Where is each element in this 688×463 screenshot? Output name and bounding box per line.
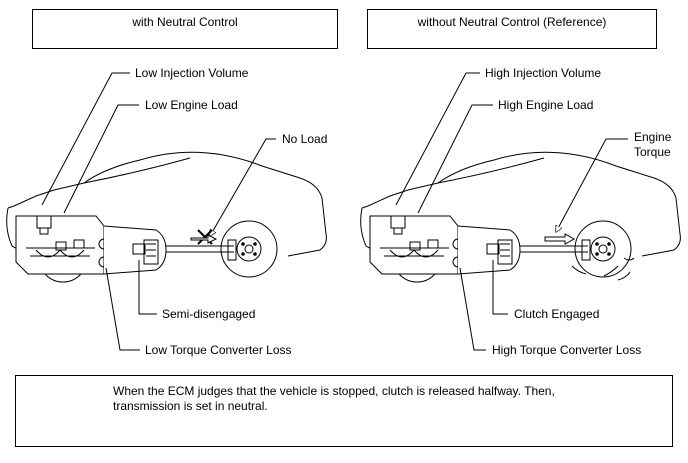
right-converter-label: High Torque Converter Loss (492, 343, 642, 357)
right-leader-lines (395, 72, 628, 351)
right-title: without Neutral Control (Reference) (417, 15, 607, 29)
left-injection-label: Low Injection Volume (135, 66, 249, 80)
left-title-box: with Neutral Control (32, 9, 338, 49)
right-torque-label-line1: Engine (634, 130, 672, 144)
explanation-line-2: transmission is set in neutral. (113, 399, 268, 413)
left-clutch-label: Semi-disengaged (162, 307, 256, 321)
explanation-line-1: When the ECM judges that the vehicle is … (113, 384, 555, 398)
left-title: with Neutral Control (132, 15, 238, 29)
left-converter-label: Low Torque Converter Loss (145, 343, 292, 357)
explanation-box: When the ECM judges that the vehicle is … (15, 375, 673, 447)
right-title-box: without Neutral Control (Reference) (367, 9, 657, 49)
left-force-arrow (190, 234, 218, 244)
left-car-illustration (6, 151, 327, 283)
left-engine-load-label: Low Engine Load (145, 98, 238, 112)
right-car-illustration (360, 151, 681, 283)
right-torque-label-line2: Torque (634, 145, 671, 159)
left-leader-lines (41, 72, 276, 351)
right-engine-load-label: High Engine Load (498, 98, 594, 112)
left-load-label: No Load (282, 132, 328, 146)
right-injection-label: High Injection Volume (485, 66, 602, 80)
right-clutch-label: Clutch Engaged (514, 307, 600, 321)
right-force-arrow (544, 233, 576, 245)
